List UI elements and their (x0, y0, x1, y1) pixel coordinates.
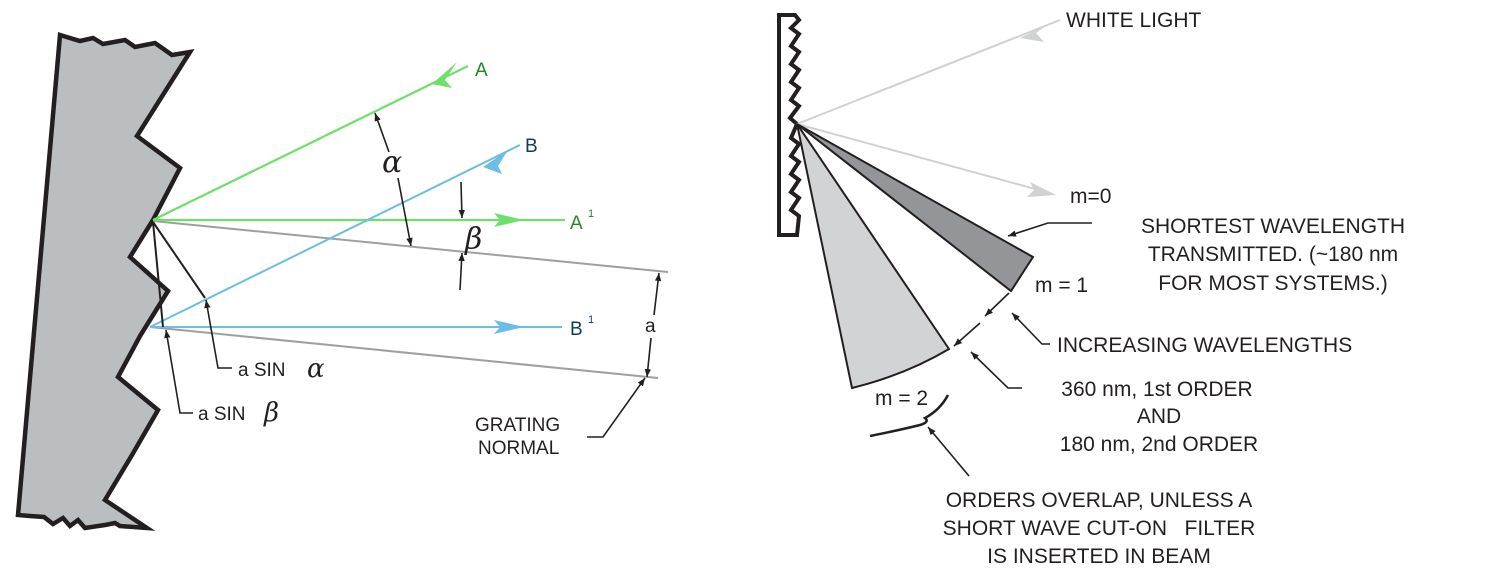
a-sin-alpha-leader (204, 299, 232, 369)
a-sin-beta-symbol: β (263, 398, 279, 428)
spacing-label: a (645, 316, 656, 337)
ray-b1-arrowhead (494, 320, 524, 334)
ray-b-line (149, 144, 521, 328)
zero-order-arrowhead (1027, 182, 1056, 197)
white-light-label: WHITE LIGHT (1066, 9, 1202, 32)
overlap-line-2: AND (1137, 405, 1181, 428)
overlap-wavelength-leader (970, 351, 1022, 389)
second-order-brace (869, 394, 950, 438)
increasing-wavelengths-label: INCREASING WAVELENGTHS (1057, 334, 1352, 357)
shortest-wavelength-line-1: SHORTEST WAVELENGTH (1141, 215, 1405, 238)
second-order-label: m = 2 (875, 387, 928, 410)
a-sin-beta-leader (164, 329, 193, 414)
white-light-arrowhead (1020, 25, 1047, 42)
grating-normal-label-line1: GRATING (475, 415, 560, 436)
orders-overlap-line-3: IS INSERTED IN BEAM (987, 545, 1211, 568)
ray-a1-label: A (570, 213, 583, 234)
first-order-label: m = 1 (1035, 274, 1088, 297)
spacing-arrow-down (644, 337, 652, 378)
grating-normal-line-lower (149, 326, 659, 379)
orders-overlap-line-1: ORDERS OVERLAP, UNLESS A (946, 489, 1253, 512)
beta-arrow-down (458, 181, 465, 219)
ray-b1-label: B (570, 319, 583, 340)
overlap-line-1: 360 nm, 1st ORDER (1061, 378, 1252, 401)
ray-a-label: A (475, 60, 488, 81)
a-sin-alpha-prefix: a SIN (238, 360, 286, 381)
grating-normal-leader (587, 377, 646, 438)
shortest-wavelength-line-2: TRANSMITTED. (~180 nm (1148, 243, 1398, 266)
ray-b-arrowhead (483, 150, 508, 174)
ray-a1-superscript: 1 (588, 208, 594, 220)
transmission-grating (777, 13, 802, 237)
path-diff-line-alpha (152, 221, 206, 299)
a-sin-beta-prefix: a SIN (198, 404, 246, 425)
grating-normal-line-upper (152, 220, 669, 273)
second-order-wedge (796, 123, 951, 390)
grating-normal-label-line2: NORMAL (478, 438, 559, 459)
left-diagram: α β A B A 1 B 1 a a SIN α a SIN β GRATIN… (15, 32, 669, 531)
right-diagram: WHITE LIGHT m=0 m = 1 m = 2 SHORTEST WAV… (777, 9, 1405, 568)
increasing-arrow-1 (984, 292, 1010, 317)
orders-overlap-leader (927, 426, 970, 477)
alpha-arrow-down (397, 177, 413, 247)
ray-b1-superscript: 1 (588, 314, 594, 326)
alpha-label: α (382, 145, 402, 180)
spacing-arrow-up (653, 272, 662, 316)
grating-cross-section (15, 32, 195, 531)
white-light-ray (796, 19, 1061, 125)
ray-a-arrowhead (432, 62, 457, 88)
shortest-wavelength-leader (1007, 222, 1092, 237)
beta-label: β (464, 222, 482, 257)
first-order-wedge (796, 123, 1035, 293)
increasing-wavelengths-leader (1011, 312, 1050, 345)
a-sin-alpha-symbol: α (307, 354, 325, 384)
zero-order-ray (796, 123, 1051, 194)
overlap-line-3: 180 nm, 2nd ORDER (1060, 433, 1258, 456)
ray-b-label: B (525, 136, 538, 157)
ray-a1-arrowhead (494, 213, 524, 227)
orders-overlap-line-2: SHORT WAVE CUT-ON FILTER (943, 517, 1256, 540)
zero-order-label: m=0 (1070, 185, 1111, 208)
increasing-arrow-2 (953, 322, 981, 347)
ray-a-line (152, 65, 469, 221)
path-diff-line-beta (152, 221, 164, 328)
beta-arrow-up (458, 252, 465, 291)
alpha-arrow-up (374, 112, 390, 153)
shortest-wavelength-line-3: FOR MOST SYSTEMS.) (1158, 272, 1387, 295)
